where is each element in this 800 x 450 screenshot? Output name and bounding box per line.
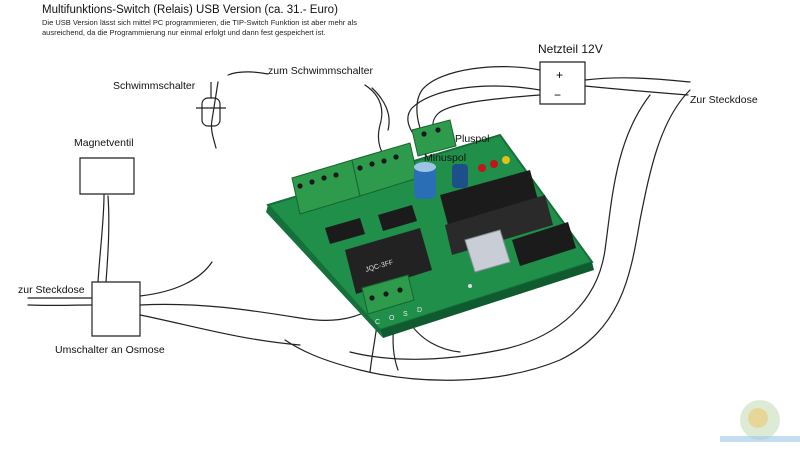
wire-float-switch-hang — [210, 81, 219, 149]
optocoupler-2 — [378, 205, 417, 231]
label-solenoid-valve: Magnetventil — [74, 137, 134, 149]
pcb-board: JQC-3FF C O S D — [266, 119, 594, 338]
led-yellow — [502, 156, 510, 164]
description: Die USB Version lässt sich mittel PC pro… — [42, 18, 442, 38]
usb-port — [464, 229, 511, 273]
watermark-logo — [720, 400, 800, 442]
wire-switch-board-3 — [139, 314, 301, 346]
psu-minus-sign: − — [554, 88, 561, 102]
terminal-blocks-top — [291, 119, 457, 215]
wire-switch-board-2 — [139, 303, 371, 321]
wire-psu-mains-1 — [584, 77, 691, 83]
terminal-screws-top — [297, 127, 441, 189]
led-red-2 — [490, 160, 498, 168]
solenoid-valve-box — [79, 157, 135, 195]
wire-valve-down-2 — [105, 195, 110, 283]
capacitor-top — [414, 162, 436, 172]
psu-plus-sign: + — [556, 68, 563, 82]
terminal-letter-d: D — [417, 307, 422, 314]
switch-box — [91, 281, 141, 337]
label-osmosis-switch: Umschalter an Osmose — [55, 344, 165, 356]
terminal-letter-s: S — [403, 311, 408, 318]
terminal-letters: C O S D — [375, 307, 422, 326]
wire-right-loop-2 — [349, 94, 651, 360]
pcb-edge-bottom — [380, 262, 594, 338]
wire-psu-plus — [416, 66, 541, 129]
terminal-block-power — [411, 119, 457, 157]
pcb-edge-left — [266, 205, 383, 338]
label-positive-pole: Pluspol — [455, 133, 490, 145]
page-title: Multifunktions-Switch (Relais) USB Versi… — [42, 4, 338, 16]
pin-header — [512, 222, 576, 266]
led-red-1 — [478, 164, 486, 172]
power-supply-box — [539, 61, 586, 105]
label-to-outlet-right: Zur Steckdose — [690, 94, 758, 106]
float-switch-body — [201, 97, 221, 127]
wire-valve-down — [97, 194, 105, 283]
terminal-letter-o: O — [389, 315, 395, 322]
label-power-supply: Netzteil 12V — [538, 42, 603, 56]
wire-float-switch-top — [227, 71, 269, 76]
wire-switch-board-1 — [139, 261, 213, 297]
capacitor-large — [414, 165, 436, 199]
float-switch-drawing — [196, 82, 226, 127]
description-line-1: Die USB Version lässt sich mittel PC pro… — [42, 18, 357, 27]
relay-body — [345, 228, 432, 294]
relay: JQC-3FF — [345, 228, 432, 294]
label-to-float-switch: zum Schwimmschalter — [268, 65, 374, 77]
wire-psu-mains-2 — [584, 85, 689, 96]
wire-right-loop — [284, 89, 691, 381]
label-float-switch: Schwimmschalter — [113, 80, 196, 92]
capacitor-small — [452, 164, 468, 188]
description-line-2: ausreichend, da die Programmierung nur e… — [42, 28, 326, 37]
microcontroller-chip — [440, 170, 538, 225]
mounting-hole — [468, 284, 472, 288]
wire-psu-extra — [407, 85, 541, 133]
wire-to-float-2 — [371, 87, 390, 131]
terminal-letter-c: C — [375, 319, 380, 326]
leds — [478, 156, 510, 172]
label-negative-pole: Minuspol — [424, 152, 467, 164]
wire-to-float-1 — [364, 84, 391, 161]
terminal-screws-bottom — [369, 287, 403, 301]
optocoupler-1 — [325, 218, 365, 244]
label-to-outlet-left: zur Steckdose — [18, 284, 85, 296]
